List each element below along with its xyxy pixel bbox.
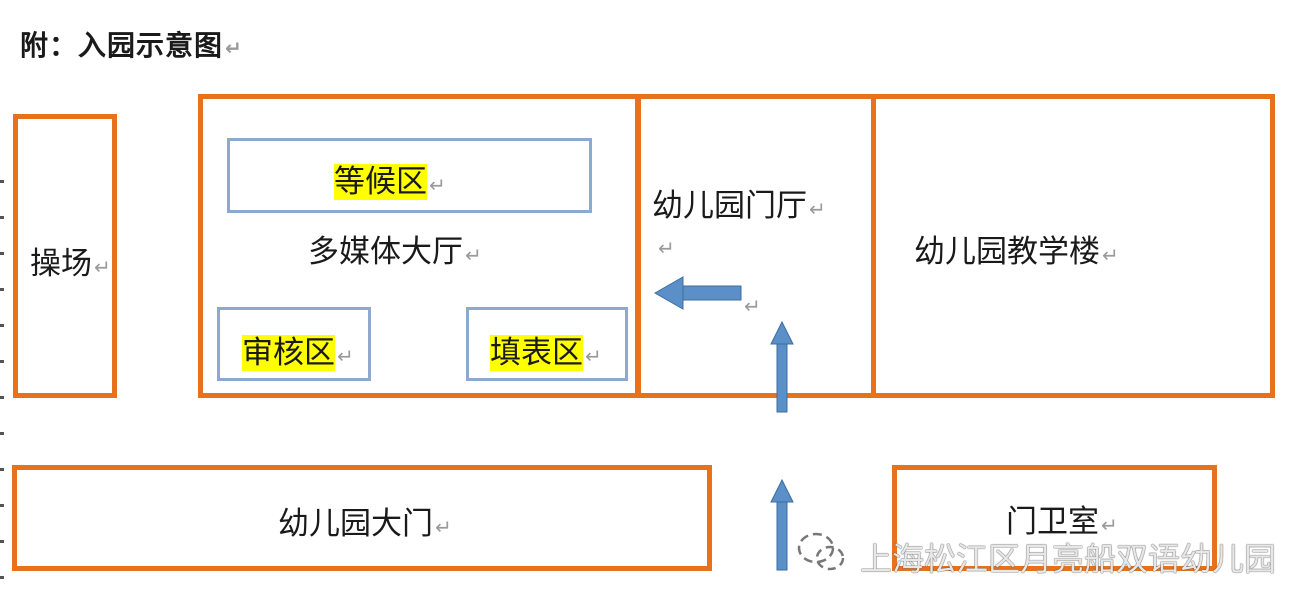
teaching-building-label: 幼儿园教学楼↵ bbox=[914, 234, 1119, 270]
lobby-label: 幼儿园门厅↵ bbox=[652, 188, 826, 224]
up-arrow-upper bbox=[770, 320, 794, 413]
diagram-title: 附：入园示意图↵ bbox=[20, 29, 243, 62]
playground-zone bbox=[13, 114, 117, 398]
left-margin-dots bbox=[0, 180, 4, 580]
main-gate-label: 幼儿园大门↵ bbox=[278, 506, 452, 542]
guard-room-zone bbox=[892, 465, 1217, 571]
form-area-label: 填表区↵ bbox=[490, 335, 602, 371]
left-arrow bbox=[653, 276, 742, 310]
waiting-area-label: 等候区↵ bbox=[334, 164, 446, 200]
form-area-box bbox=[466, 307, 628, 381]
playground-label: 操场↵ bbox=[30, 246, 111, 282]
stray-mark: ↵ bbox=[658, 236, 675, 260]
stray-mark: ↵ bbox=[744, 294, 761, 318]
main-gate-zone bbox=[12, 465, 712, 571]
review-area-box bbox=[217, 307, 371, 381]
teaching-building-zone bbox=[871, 94, 1275, 398]
guard-room-label: 门卫室↵ bbox=[1006, 504, 1118, 540]
wechat-logo-icon bbox=[797, 532, 845, 571]
review-area-label: 审核区↵ bbox=[242, 335, 354, 371]
up-arrow-lower bbox=[770, 478, 794, 571]
multimedia-hall-label: 多媒体大厅↵ bbox=[308, 234, 482, 270]
waiting-area-box bbox=[227, 138, 592, 213]
watermark-text: 上海松江区月亮船双语幼儿园 bbox=[860, 540, 1277, 578]
